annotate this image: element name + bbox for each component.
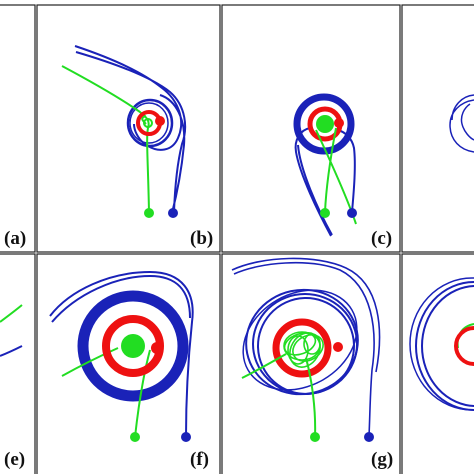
panel-h-blue-orbit-3 xyxy=(409,277,474,411)
panel-c-blue-orbit xyxy=(293,93,355,155)
panel-e-green-trajectory xyxy=(0,304,23,323)
panel-g-green-marker xyxy=(310,432,320,442)
panel-e-frame xyxy=(0,253,36,474)
panel-b-red-body xyxy=(155,116,165,126)
panel-c: (c) xyxy=(221,4,401,253)
panel-f-green-disk xyxy=(121,334,145,358)
panel-g-label: (g) xyxy=(371,449,393,470)
panel-g-red-body xyxy=(333,342,343,352)
panel-b-green-marker xyxy=(144,208,154,218)
panel-h-frame xyxy=(401,253,474,474)
panel-d xyxy=(401,4,474,253)
panel-b-green-orbit xyxy=(143,118,153,128)
panel-f-blue-marker xyxy=(181,432,191,442)
panel-a: (a) xyxy=(0,4,36,253)
panel-a-label: (a) xyxy=(4,228,26,249)
panel-f-blue-orbit xyxy=(77,290,189,402)
panel-f-green-marker xyxy=(130,432,140,442)
panel-e: (e) xyxy=(0,253,36,474)
panel-b-label: (b) xyxy=(190,228,213,249)
panel-f-red-body xyxy=(151,342,163,354)
panel-b-blue-orbit xyxy=(126,98,174,148)
panel-f-frame xyxy=(36,253,221,474)
panel-e-blue-trajectory xyxy=(0,345,23,357)
panel-h-blue-orbit-2 xyxy=(421,285,474,407)
panel-g-blue-orbit-4 xyxy=(242,289,358,391)
panel-c-green-disk xyxy=(316,115,334,133)
panel-h-red-orbit xyxy=(454,326,474,366)
panel-e-label: (e) xyxy=(4,449,25,470)
panel-f: (f) xyxy=(36,253,221,474)
panel-f-blue-trajectory xyxy=(49,270,194,438)
panel-g-green-tangle xyxy=(283,331,324,368)
panel-f-label: (f) xyxy=(190,449,209,470)
panel-h xyxy=(401,253,474,474)
panel-b-blue-orbit-inner xyxy=(129,102,169,144)
panel-c-red-body xyxy=(334,118,344,128)
panel-b: (b) xyxy=(36,4,221,253)
panel-c-label: (c) xyxy=(371,228,392,249)
panel-g: (g) xyxy=(221,253,401,474)
panel-g-blue-orbit-3 xyxy=(257,297,355,395)
panel-a-frame xyxy=(0,4,36,253)
panel-h-blue-orbit-1 xyxy=(415,281,474,411)
panel-d-blue-trajectory xyxy=(449,94,474,153)
panel-c-green-marker xyxy=(320,208,330,218)
panel-f-green-trajectory xyxy=(61,347,151,438)
panel-g-blue-trajectory xyxy=(231,257,381,437)
panel-g-red-orbit xyxy=(272,318,332,378)
panel-g-blue-marker xyxy=(364,432,374,442)
panel-d-frame xyxy=(401,4,474,253)
panel-c-blue-marker xyxy=(347,208,357,218)
panel-b-blue-marker xyxy=(168,208,178,218)
panel-g-green-trajectory xyxy=(241,353,317,438)
